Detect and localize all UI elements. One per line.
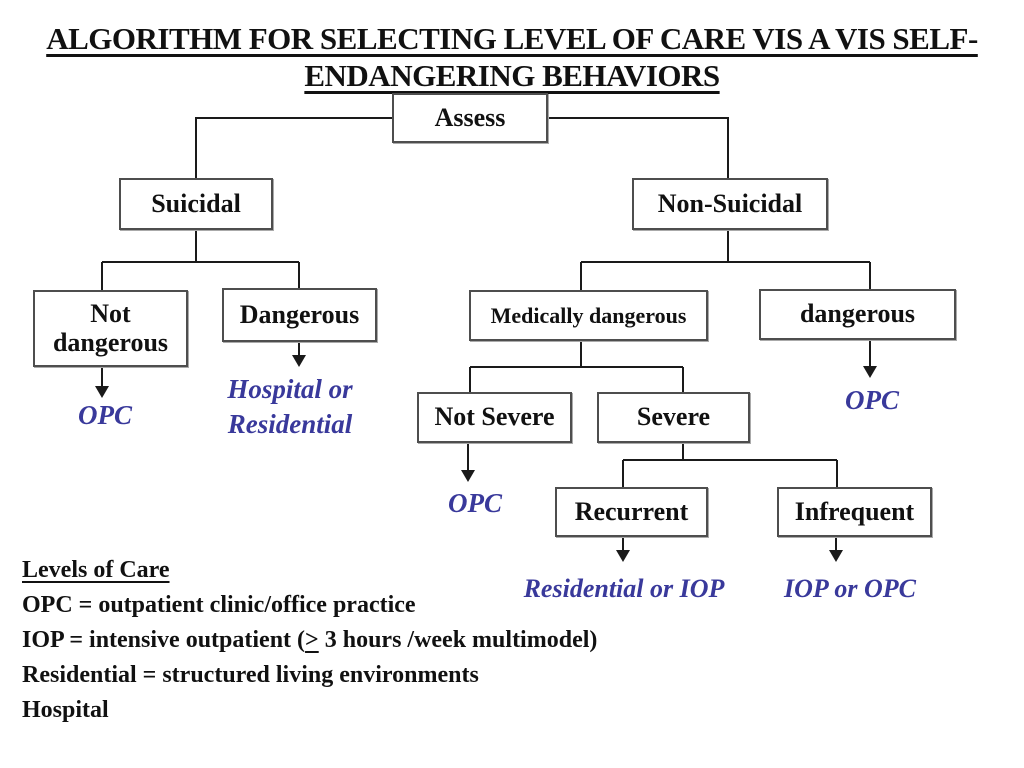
node-not-severe: Not Severe <box>417 392 572 443</box>
arrow-infrequent-outcome <box>829 537 843 562</box>
legend-iop-definition: IOP = intensive outpatient (> 3 hours /w… <box>22 623 597 658</box>
legend-residential-definition: Residential = structured living environm… <box>22 662 479 688</box>
outcome-non-medically-dangerous-opc: OPC <box>845 385 899 415</box>
levels-of-care-legend: Levels of Care OPC = outpatient clinic/o… <box>22 553 597 728</box>
node-recurrent: Recurrent <box>555 487 708 537</box>
node-suicidal-label: Suicidal <box>151 188 241 218</box>
node-severe: Severe <box>597 392 750 443</box>
legend-heading-text: Levels of Care <box>22 557 170 583</box>
legend-iop-text-post: 3 hours /week multimodel) <box>318 627 598 653</box>
connector-medically-dangerous-children <box>469 341 684 392</box>
connector-non-suicidal-children <box>580 230 871 290</box>
page-title: ALGORITHM FOR SELECTING LEVEL OF CARE VI… <box>0 20 1024 94</box>
outcome-infrequent-iop-or-opc: IOP or OPC <box>784 574 916 603</box>
node-assess: Assess <box>392 93 548 143</box>
connector-assess-suicidal <box>195 117 392 178</box>
legend-opc-definition: OPC = outpatient clinic/office practice <box>22 592 416 618</box>
legend-hospital-definition: Hospital <box>22 697 109 723</box>
outcome-recurrent-residential-or-iop: Residential or IOP <box>523 574 725 603</box>
connector-severe-children <box>622 443 838 487</box>
connector-suicidal-children <box>101 230 300 290</box>
outcome-not-severe-opc: OPC <box>448 488 502 518</box>
node-non-medically-dangerous-label: dangerous <box>799 299 916 329</box>
arrow-not-severe-opc <box>461 443 475 482</box>
node-not-dangerous-label: Not dangerous <box>52 299 169 357</box>
arrow-non-medically-dangerous-opc <box>863 340 877 378</box>
outcome-dangerous-line-1: Hospital or <box>227 374 353 404</box>
node-suicidal: Suicidal <box>119 178 273 230</box>
arrow-not-dangerous-opc <box>95 367 109 398</box>
node-infrequent-label: Infrequent <box>794 496 915 526</box>
node-non-medically-dangerous: dangerous <box>759 289 956 340</box>
node-recurrent-label: Recurrent <box>574 496 689 526</box>
title-line-2: ENDANGERING BEHAVIORS <box>304 58 720 93</box>
legend-iop-text-pre: IOP = intensive outpatient ( <box>22 627 306 653</box>
arrow-recurrent-outcome <box>616 537 630 562</box>
arrow-dangerous-hospital-residential <box>292 342 306 367</box>
title-line-1: ALGORITHM FOR SELECTING LEVEL OF CARE VI… <box>46 21 978 56</box>
node-not-severe-label: Not Severe <box>434 402 555 432</box>
node-not-dangerous: Not dangerous <box>33 290 188 367</box>
node-medically-dangerous: Medically dangerous <box>469 290 708 341</box>
legend-iop-gte-symbol: > <box>305 627 319 653</box>
node-dangerous: Dangerous <box>222 288 377 342</box>
node-non-suicidal-label: Non-Suicidal <box>657 188 803 218</box>
node-medically-dangerous-label: Medically dangerous <box>490 302 687 328</box>
node-dangerous-label: Dangerous <box>239 299 360 329</box>
node-infrequent: Infrequent <box>777 487 932 537</box>
outcome-not-dangerous-opc: OPC <box>78 400 132 430</box>
connector-assess-non-suicidal <box>548 117 729 178</box>
node-assess-label: Assess <box>434 102 506 132</box>
node-severe-label: Severe <box>636 402 711 432</box>
outcome-dangerous-hospital-residential: Hospital or Residential <box>205 372 375 442</box>
legend-heading: Levels of Care <box>22 553 597 588</box>
outcome-dangerous-line-2: Residential <box>227 409 353 440</box>
node-non-suicidal: Non-Suicidal <box>632 178 828 230</box>
